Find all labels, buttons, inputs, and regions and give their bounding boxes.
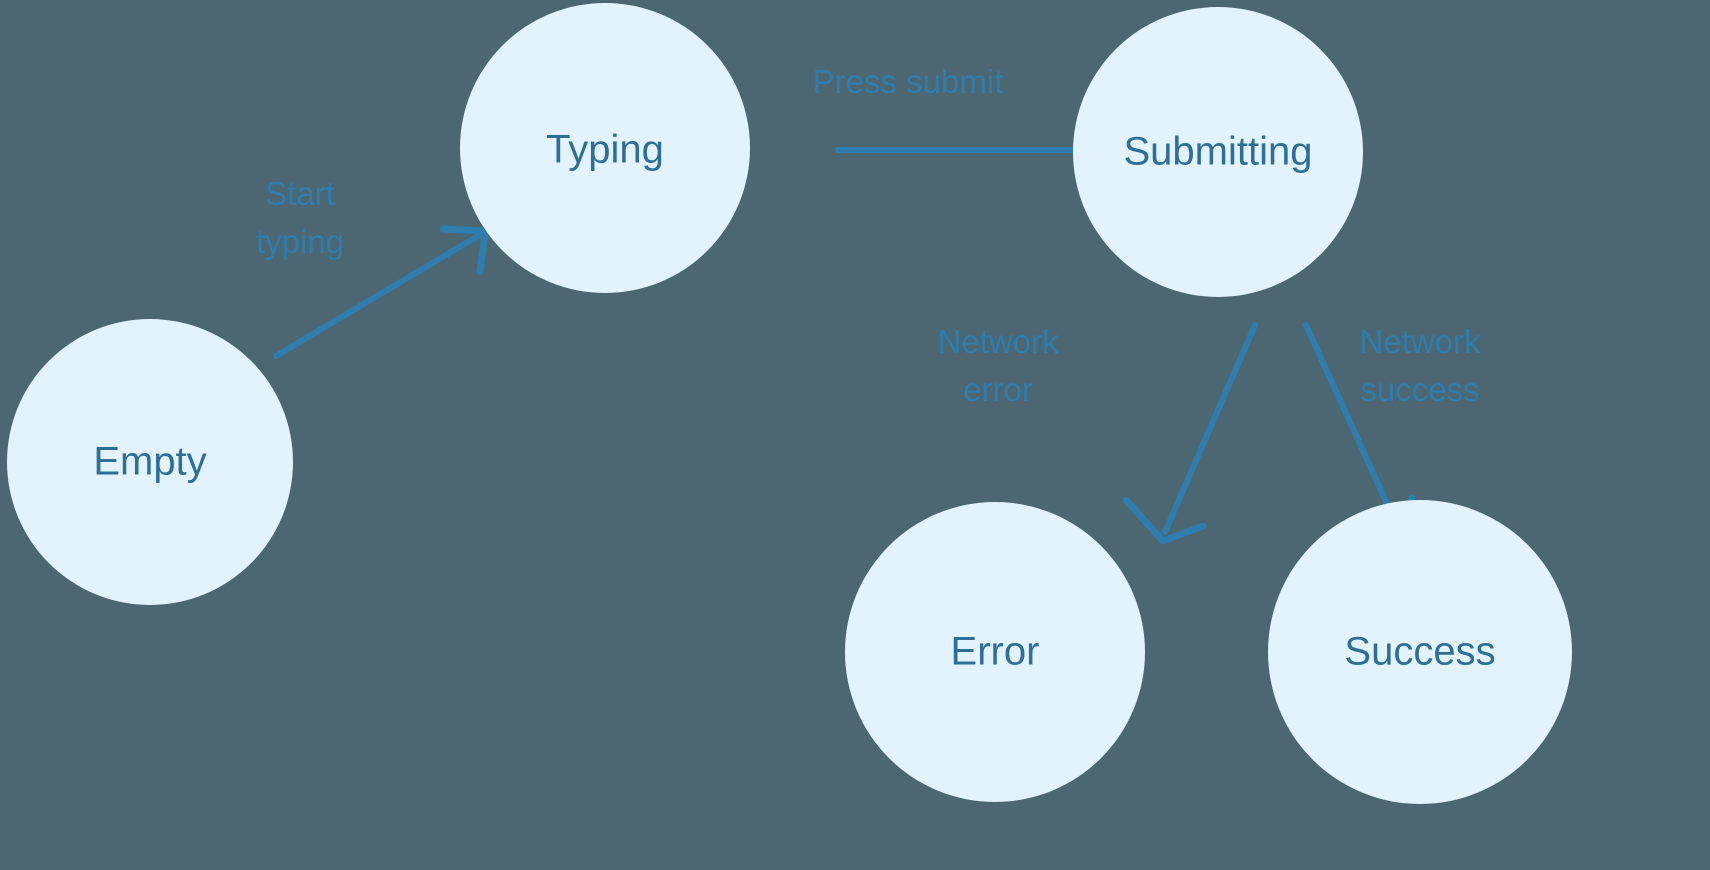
state-node-success-label: Success [1344, 630, 1495, 674]
edge-label-empty-to-typing-line1: Start [265, 175, 335, 212]
state-node-error-circle[interactable] [845, 502, 1145, 802]
state-node-typing-label: Typing [546, 128, 664, 172]
state-node-empty-label: Empty [93, 440, 206, 484]
state-node-empty[interactable]: Empty [7, 319, 293, 605]
edge-empty-to-typing-line [273, 233, 481, 359]
state-node-typing[interactable]: Typing [460, 3, 750, 293]
edge-label-typing-to-submitting-line1: Press submit [813, 63, 1004, 100]
state-node-typing-circle[interactable] [460, 3, 750, 293]
state-node-success[interactable]: Success [1268, 500, 1572, 804]
edge-empty-to-typing-arrowhead [439, 225, 489, 276]
state-node-submitting-circle[interactable] [1073, 7, 1363, 297]
edge-label-submitting-to-success-line2: success [1360, 371, 1479, 408]
state-node-empty-circle[interactable] [7, 319, 293, 605]
edge-label-submitting-to-error-line1: Network [937, 323, 1059, 360]
state-node-submitting-label: Submitting [1124, 130, 1313, 174]
edge-label-submitting-to-error-line2: error [963, 371, 1033, 408]
edge-submitting-to-error [1122, 322, 1258, 545]
edge-empty-to-typing [273, 225, 489, 359]
state-node-submitting[interactable]: Submitting [1073, 7, 1363, 297]
edge-submitting-to-error-arrowhead [1122, 496, 1207, 545]
state-node-error[interactable]: Error [845, 502, 1145, 802]
edge-submitting-to-error-line [1162, 322, 1258, 535]
state-node-error-label: Error [951, 630, 1040, 674]
edge-label-submitting-to-success-line1: Network [1359, 323, 1481, 360]
edge-label-empty-to-typing-line2: typing [256, 223, 344, 260]
edge-submitting-to-success-line [1303, 322, 1402, 533]
state-node-success-circle[interactable] [1268, 500, 1572, 804]
